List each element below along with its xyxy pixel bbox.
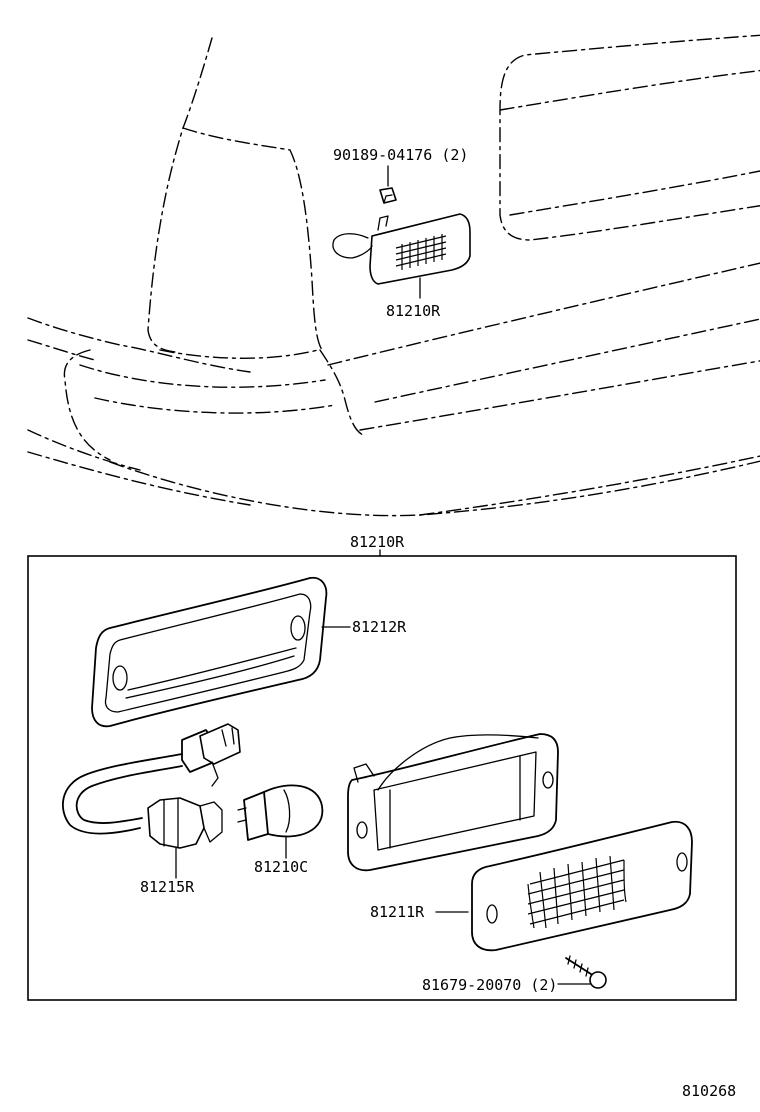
gasket-part	[91, 576, 328, 728]
label-gasket: 81212R	[352, 618, 407, 636]
diagram-id: 810268	[682, 1082, 736, 1100]
label-lamp-assy-top: 81210R	[386, 302, 441, 320]
lamp-housing-part	[347, 733, 559, 872]
lens-grid	[527, 855, 627, 929]
screw-part	[565, 955, 607, 989]
label-bulb: 81210C	[254, 858, 308, 876]
exploded-view-frame	[27, 555, 737, 1001]
label-clip: 90189-04176 (2)	[333, 146, 468, 164]
clip-part-top	[379, 187, 397, 204]
bulb-part	[237, 784, 324, 841]
label-lamp-assy-box: 81210R	[350, 533, 405, 551]
label-screw: 81679-20070 (2)	[422, 976, 557, 994]
lamp-assy-top-drawing	[332, 213, 471, 285]
label-lens: 81211R	[370, 903, 425, 921]
label-socket: 81215R	[140, 878, 195, 896]
socket-wire-part	[62, 723, 241, 849]
lens-part	[471, 820, 693, 952]
lamp-top-grid	[395, 234, 447, 270]
vehicle-body-outline	[27, 34, 760, 517]
